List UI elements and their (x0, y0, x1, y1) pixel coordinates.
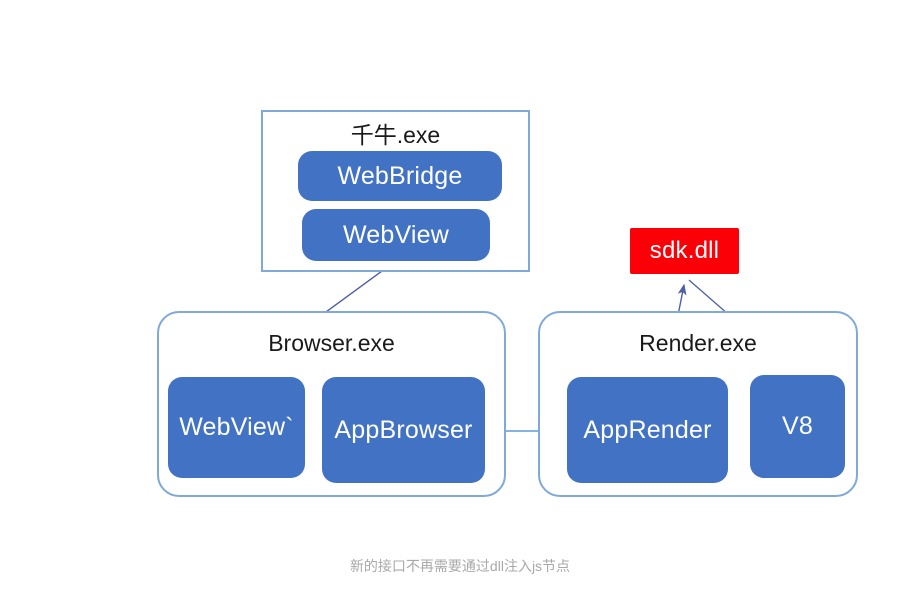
node-webview-tick-label: WebView` (179, 413, 294, 441)
node-sdk-dll[interactable]: sdk.dll (630, 228, 739, 274)
container-qianniu-title: 千牛.exe (350, 122, 441, 148)
node-webview-label: WebView (342, 220, 450, 249)
container-render-title: Render.exe (639, 330, 757, 356)
node-webbridge[interactable]: WebBridge (298, 151, 502, 201)
node-webview-tick[interactable]: WebView` (168, 377, 305, 478)
diagram-caption: 新的接口不再需要通过dll注入js节点 (349, 558, 571, 574)
node-appbrowser-label: AppBrowser (334, 415, 473, 444)
node-v8[interactable]: V8 (750, 375, 845, 478)
container-browser-title: Browser.exe (268, 330, 395, 356)
node-webview[interactable]: WebView (302, 209, 490, 261)
node-apprender[interactable]: AppRender (567, 377, 728, 483)
node-apprender-label: AppRender (583, 415, 712, 444)
node-sdk-dll-label: sdk.dll (649, 237, 720, 264)
node-appbrowser[interactable]: AppBrowser (322, 377, 485, 483)
node-v8-label: V8 (782, 412, 813, 440)
node-webbridge-label: WebBridge (337, 161, 463, 190)
